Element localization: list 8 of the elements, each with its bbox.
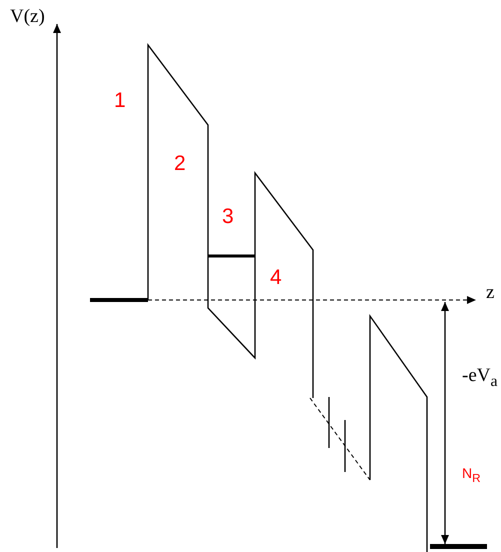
voltage-label: -eV$_{a}$ — [462, 366, 498, 390]
region-number: 3 — [222, 206, 234, 227]
region-label: N$_{R}$ — [462, 466, 481, 484]
region-number: 1 — [114, 90, 126, 111]
axis-label: V(z) — [10, 7, 45, 26]
region-number: 4 — [270, 267, 282, 288]
region-number: 2 — [174, 153, 186, 174]
axis-label: z — [486, 283, 494, 302]
